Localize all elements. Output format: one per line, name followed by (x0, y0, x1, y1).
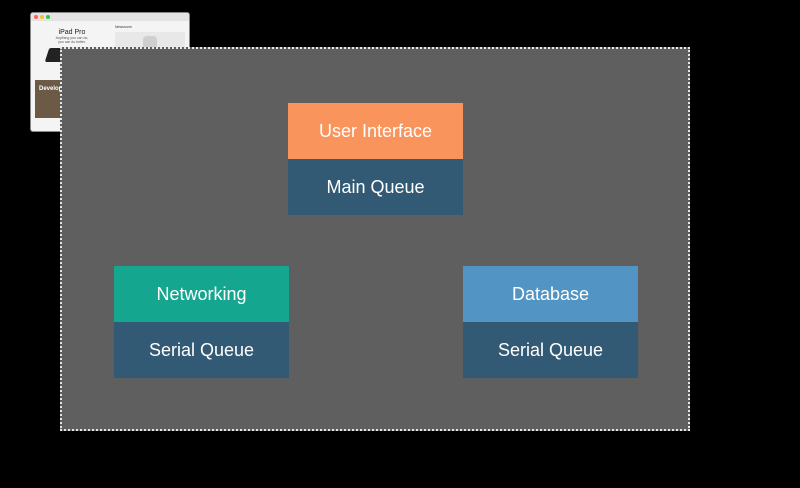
title-bar (31, 13, 189, 21)
node-user-interface[interactable]: User Interface Main Queue (288, 103, 463, 215)
ipad-title: iPad Pro (58, 29, 86, 36)
node-queue: Serial Queue (114, 322, 289, 378)
close-icon[interactable] (34, 15, 38, 19)
ipad-subtitle-2: you can do better. (58, 40, 86, 44)
ipad-subtitle-1: Anything you can do, (55, 36, 89, 40)
node-queue: Serial Queue (463, 322, 638, 378)
newsroom-header: Newsroom (115, 25, 132, 29)
node-database[interactable]: Database Serial Queue (463, 266, 638, 378)
node-queue: Main Queue (288, 159, 463, 215)
node-title: User Interface (288, 103, 463, 159)
node-title: Database (463, 266, 638, 322)
zoom-icon[interactable] (46, 15, 50, 19)
node-networking[interactable]: Networking Serial Queue (114, 266, 289, 378)
node-title: Networking (114, 266, 289, 322)
minimize-icon[interactable] (40, 15, 44, 19)
